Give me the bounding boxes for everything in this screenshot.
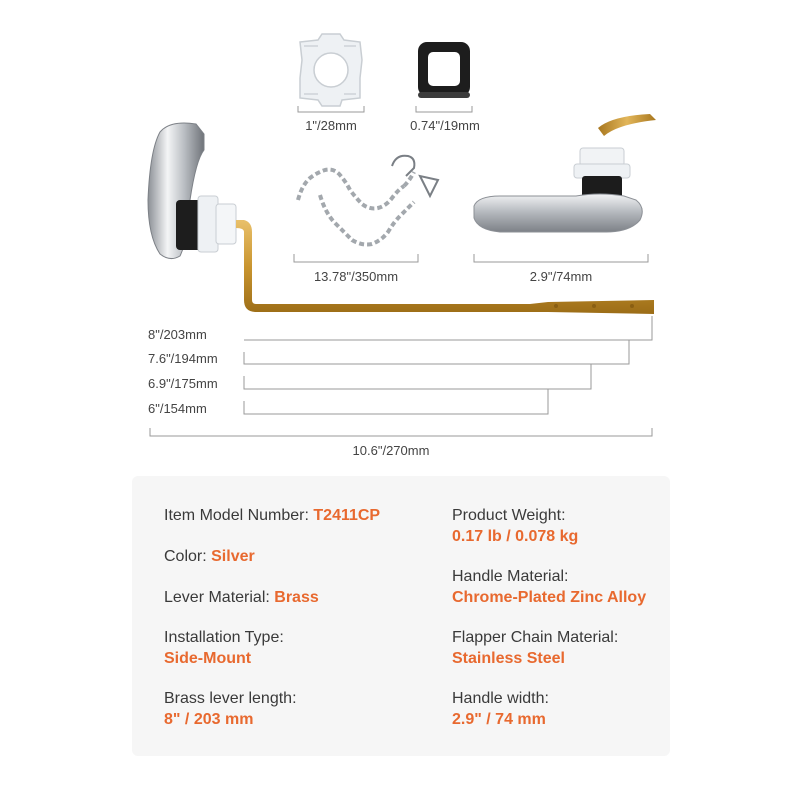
parts-diagram: 1"/28mm 0.74"/19mm 13.78"/350mm 2.9"/74m… — [147, 33, 656, 458]
spec-label: Handle width: — [452, 690, 549, 707]
spec-item-product-weight: Product Weight: 0.17 lb / 0.078 kg — [452, 505, 578, 547]
spec-item-handle-material: Handle Material: Chrome-Plated Zinc Allo… — [452, 566, 646, 608]
spec-label: Color: — [164, 548, 212, 565]
spec-label: Product Weight: — [452, 507, 566, 524]
lever-7-6in-label: 7.6"/194mm — [148, 351, 218, 366]
spec-label: Handle Material: — [452, 568, 569, 585]
lever-6in-label: 6"/154mm — [148, 401, 207, 416]
spec-value: 0.17 lb / 0.078 kg — [452, 528, 579, 545]
spec-label: Item Model Number: — [164, 507, 314, 524]
lever-8in-dimension-line — [244, 316, 653, 341]
lever-6-9in-dimension-line — [243, 364, 592, 390]
chain-icon — [296, 154, 440, 247]
handle-side-view-icon — [147, 122, 237, 260]
lever-6in-dimension-line — [243, 389, 549, 415]
spec-label: Flapper Chain Material: — [452, 629, 619, 646]
spec-label: Brass lever length: — [164, 690, 297, 707]
overall-dimension-label: 10.6"/270mm — [353, 443, 430, 458]
lever-8in-label: 8"/203mm — [148, 327, 207, 342]
spec-label: Lever Material: — [164, 589, 275, 606]
washer-dimension-label: 0.74"/19mm — [410, 118, 480, 133]
white-nut-icon — [299, 33, 363, 107]
spec-panel: Item Model Number: T2411CP Color: Silver… — [132, 476, 670, 756]
handle-top-view-icon — [473, 114, 656, 233]
nut-dimension-label: 1"/28mm — [305, 118, 357, 133]
nut-dimension-line — [297, 106, 365, 113]
spec-item-installation-type: Installation Type: Side-Mount — [164, 627, 284, 669]
spec-item-lever-material: Lever Material: Brass — [164, 587, 319, 608]
black-washer-icon — [418, 42, 470, 98]
handle-width-dimension-line — [473, 254, 649, 263]
brass-lever-icon — [236, 220, 654, 314]
spec-item-brass-lever-length: Brass lever length: 8" / 203 mm — [164, 688, 297, 730]
chain-dimension-label: 13.78"/350mm — [314, 269, 398, 284]
spec-value: Silver — [211, 548, 255, 565]
washer-dimension-line — [415, 106, 473, 113]
spec-label: Installation Type: — [164, 629, 284, 646]
lever-7-6in-dimension-line — [243, 340, 630, 365]
spec-value: 8" / 203 mm — [164, 711, 254, 728]
spec-item-model: Item Model Number: T2411CP — [164, 505, 380, 526]
spec-item-color: Color: Silver — [164, 546, 255, 567]
spec-value: Stainless Steel — [452, 650, 565, 667]
lever-6-9in-label: 6.9"/175mm — [148, 376, 218, 391]
handle-width-dimension-label: 2.9"/74mm — [530, 269, 592, 284]
spec-value: Brass — [274, 589, 319, 606]
spec-value: T2411CP — [313, 507, 381, 524]
spec-item-handle-width: Handle width: 2.9" / 74 mm — [452, 688, 549, 730]
chain-dimension-line — [293, 254, 419, 263]
overall-dimension-line — [149, 428, 653, 437]
spec-item-flapper-chain-material: Flapper Chain Material: Stainless Steel — [452, 627, 618, 669]
spec-value: 2.9" / 74 mm — [452, 711, 546, 728]
spec-value: Chrome-Plated Zinc Alloy — [452, 589, 647, 606]
spec-value: Side-Mount — [164, 650, 252, 667]
